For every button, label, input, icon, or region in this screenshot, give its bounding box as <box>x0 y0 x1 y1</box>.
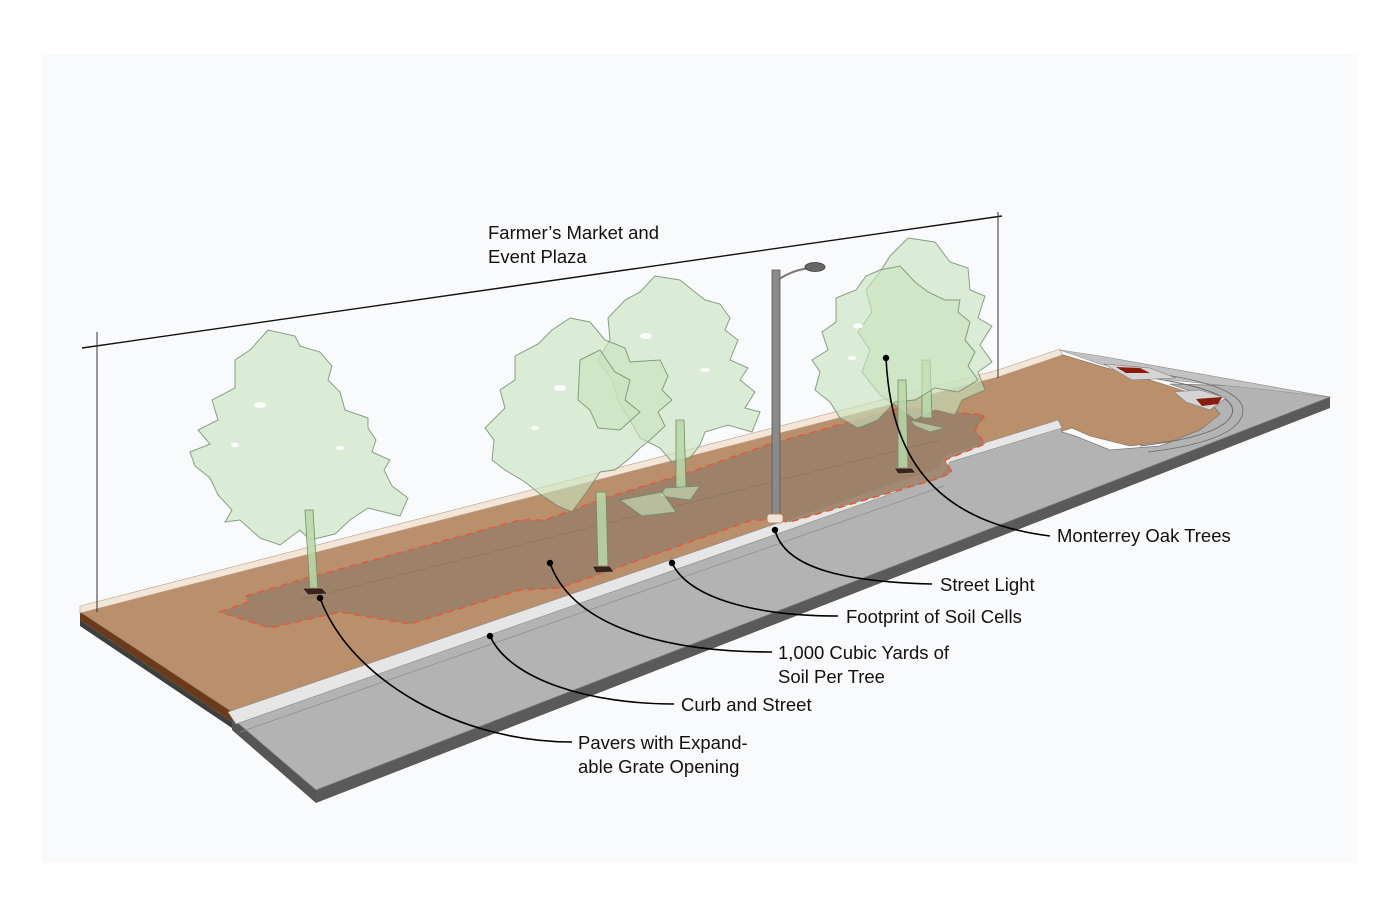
label-monterrey-oak: Monterrey Oak Trees <box>1057 525 1231 546</box>
leader-dot <box>486 632 494 640</box>
label-pavers-line2: able Grate Opening <box>578 756 739 777</box>
label-soil-volume-line2: Soil Per Tree <box>778 666 885 687</box>
leader-monterrey-oak <box>885 357 1051 537</box>
leader-pavers <box>319 597 573 743</box>
back-sidewalk <box>1059 349 1331 398</box>
plaza-title-line1: Farmer’s Market and <box>488 222 659 243</box>
slab-left-dark-edge <box>80 620 232 728</box>
ramp-1-accent <box>1116 367 1150 373</box>
leader-soil-footprint <box>671 562 839 617</box>
label-curb-street: Curb and Street <box>681 694 812 715</box>
curved-curb-line-outer <box>1147 373 1244 453</box>
leader-dot <box>316 594 324 602</box>
leader-dot <box>668 559 676 567</box>
label-pavers-line1: Pavers with Expand- <box>578 732 748 753</box>
slab <box>80 395 1331 803</box>
leader-soil-volume <box>549 562 773 653</box>
tree-icon <box>189 329 409 596</box>
plaza-title-line2: Event Plaza <box>488 246 587 267</box>
street-slab-front-edge <box>232 718 316 803</box>
soil-cell-seam <box>299 439 941 601</box>
street-slab-long-edge <box>316 397 1330 803</box>
ramp-2-accent <box>1196 397 1222 406</box>
leader-street-light <box>774 529 933 585</box>
leader-dot <box>546 559 554 567</box>
label-soil-footprint: Footprint of Soil Cells <box>846 606 1022 627</box>
gutter-line <box>239 485 945 733</box>
street-light-icon <box>766 262 826 524</box>
leader-dot <box>771 526 779 534</box>
plaza-boundary-line <box>81 215 1003 349</box>
curved-curb-line <box>1139 377 1234 447</box>
tree-icon <box>484 317 677 574</box>
label-street-light: Street Light <box>940 574 1035 595</box>
plaza-slab-edge <box>80 612 232 722</box>
leader-curb-street <box>489 635 675 705</box>
label-soil-volume-line1: 1,000 Cubic Yards of <box>778 642 950 663</box>
leader-dot <box>882 354 890 362</box>
leader-lines <box>316 354 1051 743</box>
